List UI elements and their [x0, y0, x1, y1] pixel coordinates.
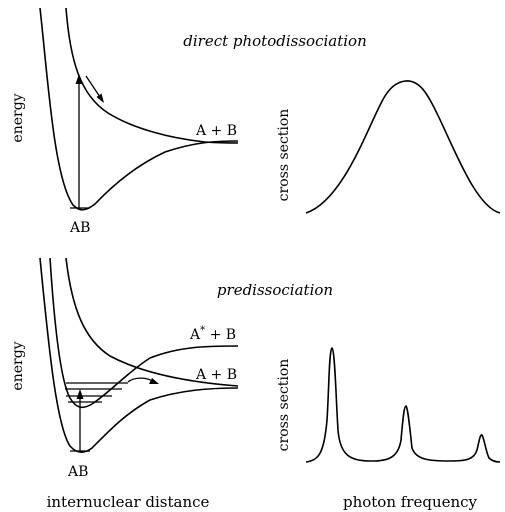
bottom-bound-excited-curve [49, 257, 239, 409]
bottom-lower-asymptote-label: A + B [195, 367, 237, 383]
top-cross-section-axis-label: cross section [276, 109, 292, 202]
bottom-cross-section-axis-label: cross section [276, 359, 292, 452]
bottom-title: predissociation [217, 281, 333, 299]
bottom-energy-axis-label: energy [10, 341, 26, 390]
bottom-molecule-label: AB [67, 464, 88, 480]
top-title: direct photodissociation [183, 32, 366, 50]
bottom-excitation-arrowhead [76, 389, 84, 399]
top-repulsive-state-curve [65, 7, 239, 144]
top-cross-section-spectrum [305, 80, 501, 214]
bottom-upper-asymptote-label: A* + B [189, 325, 236, 343]
top-excitation-arrowhead [75, 74, 83, 84]
bottom-ground-state-curve [39, 257, 239, 454]
bottom-predissociation-arrowhead [149, 378, 159, 384]
top-energy-axis-label: energy [10, 93, 26, 142]
top-panel: direct photodissociation energy A + B AB… [10, 7, 501, 236]
bottom-panel: predissociation energy A* + B A + B AB c… [10, 257, 501, 480]
internuclear-distance-label: internuclear distance [47, 493, 210, 511]
top-molecule-label: AB [69, 220, 90, 236]
top-dissociation-arrow [85, 75, 101, 98]
top-dissociation-arrowhead [96, 93, 104, 103]
bottom-repulsive-state-curve [65, 257, 239, 387]
top-asymptote-label: A + B [195, 123, 237, 139]
photon-frequency-label: photon frequency [343, 493, 478, 511]
top-ground-state-curve [39, 7, 239, 211]
bottom-predissociation-arrow [127, 377, 153, 383]
bottom-cross-section-spectrum [305, 347, 501, 463]
